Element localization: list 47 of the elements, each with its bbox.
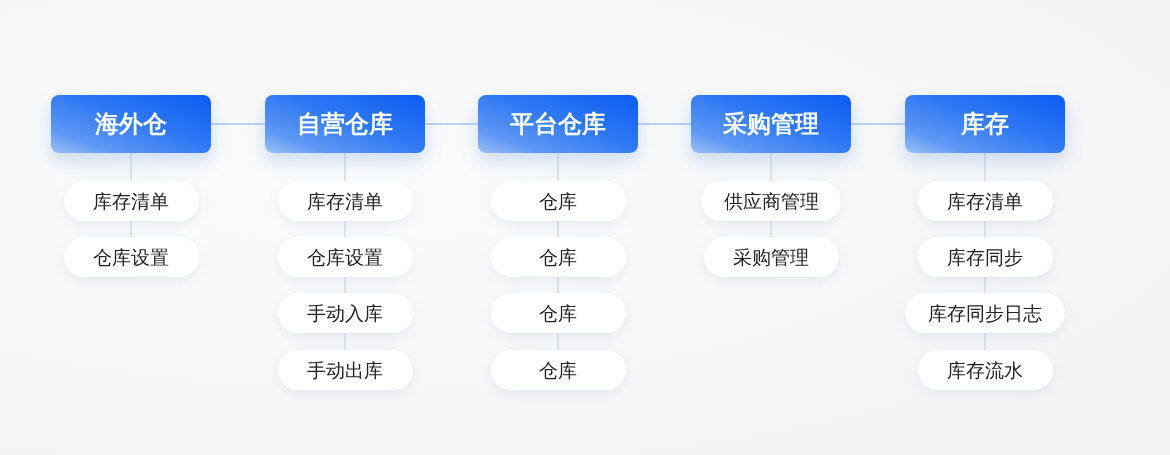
connector-line bbox=[210, 123, 266, 125]
category-header bbox=[478, 95, 638, 153]
menu-item-pill bbox=[277, 181, 413, 221]
category-header bbox=[691, 95, 851, 153]
item-label: 库存同步日志 bbox=[928, 301, 1042, 325]
menu-item-pill bbox=[277, 293, 413, 333]
menu-item-pill bbox=[701, 181, 841, 221]
item-label: 仓库 bbox=[539, 245, 577, 269]
item-label: 库存同步 bbox=[947, 245, 1023, 269]
menu-item-pill bbox=[490, 237, 626, 277]
category-header bbox=[265, 95, 425, 153]
category-header bbox=[905, 95, 1065, 153]
item-label: 手动入库 bbox=[307, 301, 383, 325]
connector-line bbox=[424, 123, 479, 125]
item-label: 库存清单 bbox=[307, 189, 383, 213]
menu-item-pill bbox=[490, 350, 626, 390]
item-label: 采购管理 bbox=[733, 245, 809, 269]
item-label: 库存清单 bbox=[93, 189, 169, 213]
item-label: 仓库 bbox=[539, 358, 577, 382]
category-header bbox=[51, 95, 211, 153]
item-label: 仓库设置 bbox=[307, 245, 383, 269]
menu-item-pill bbox=[917, 350, 1053, 390]
connector-line bbox=[344, 152, 346, 182]
header-label: 平台仓库 bbox=[510, 109, 606, 139]
item-label: 手动出库 bbox=[307, 358, 383, 382]
header-label: 采购管理 bbox=[723, 109, 819, 139]
menu-item-pill bbox=[277, 350, 413, 390]
menu-item-pill bbox=[490, 293, 626, 333]
item-label: 仓库设置 bbox=[93, 245, 169, 269]
menu-item-pill bbox=[917, 237, 1053, 277]
menu-item-pill bbox=[63, 237, 199, 277]
item-label: 仓库 bbox=[539, 301, 577, 325]
item-label: 库存流水 bbox=[947, 358, 1023, 382]
header-label: 库存 bbox=[961, 109, 1009, 139]
menu-item-pill bbox=[703, 237, 839, 277]
header-label: 自营仓库 bbox=[297, 109, 393, 139]
item-label: 库存清单 bbox=[947, 189, 1023, 213]
menu-item-pill bbox=[917, 181, 1053, 221]
connector-line bbox=[850, 123, 906, 125]
menu-item-pill bbox=[277, 237, 413, 277]
menu-item-pill bbox=[63, 181, 199, 221]
menu-item-pill bbox=[490, 181, 626, 221]
header-label: 海外仓 bbox=[95, 109, 167, 139]
connector-line bbox=[637, 123, 692, 125]
item-label: 供应商管理 bbox=[723, 189, 819, 213]
item-label: 仓库 bbox=[539, 189, 577, 213]
menu-item-pill bbox=[905, 293, 1065, 333]
